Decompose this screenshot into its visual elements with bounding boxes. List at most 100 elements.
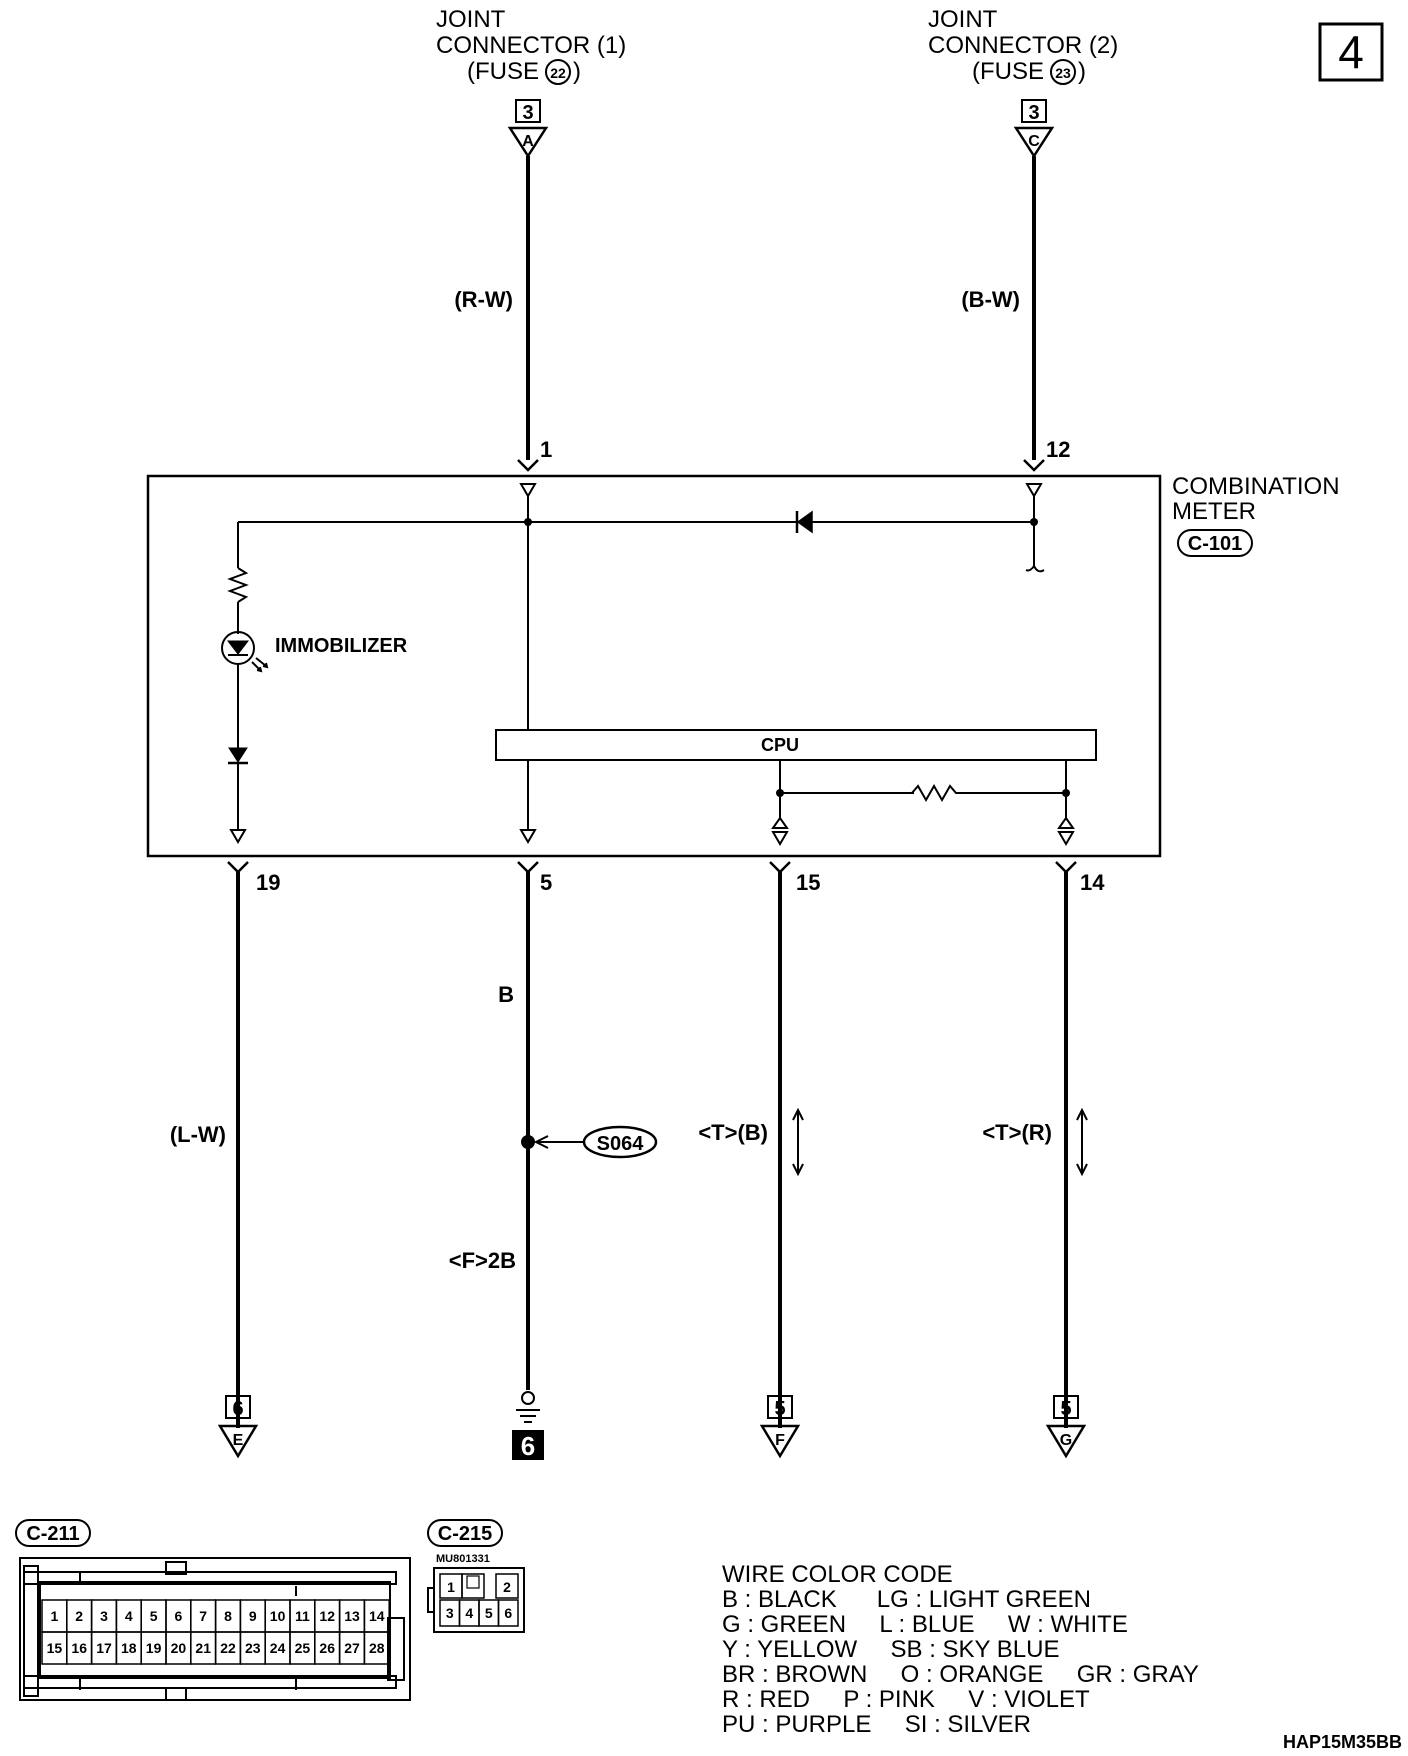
c211-row2-cell-14 xyxy=(363,1631,390,1665)
dest-f-letter: F xyxy=(775,1432,785,1449)
dest-e-pin-box xyxy=(225,1395,251,1419)
c211-row1-pin-10: 10 xyxy=(270,1608,286,1624)
wire-b-w-label: (B-W) xyxy=(961,287,1020,312)
c211-inner-frame xyxy=(39,1581,391,1679)
fuse-22-circle xyxy=(545,59,571,85)
immobilizer-resistor xyxy=(227,567,249,603)
terminal-19-inner-arrow xyxy=(229,829,247,844)
dest-g-letter: G xyxy=(1060,1432,1072,1449)
combination-meter-box xyxy=(146,474,1162,858)
wire-f-2b-label: <F>2B xyxy=(449,1248,516,1273)
joint-connector-1-line1: JOINT xyxy=(436,6,506,33)
junction-dot-15 xyxy=(776,789,784,797)
c211-latch-bottom xyxy=(165,1687,187,1701)
twisted-indicator-15 xyxy=(792,1107,804,1177)
c211-row1-pin-9: 9 xyxy=(249,1608,257,1624)
ground-terminal-circle xyxy=(521,1391,535,1405)
c211-row2-pin-16: 16 xyxy=(71,1640,87,1656)
c215-label: C-215 xyxy=(438,1523,492,1545)
dest-g-pin: 5 xyxy=(1060,1398,1071,1420)
c211-housing xyxy=(19,1557,411,1701)
dest-f-arrow xyxy=(759,1424,801,1459)
c211-row1-pin-1: 1 xyxy=(51,1608,59,1624)
fuse-22-number: 22 xyxy=(550,65,566,81)
c211-row2-pin-23: 23 xyxy=(245,1640,261,1656)
cpu-label: CPU xyxy=(761,735,799,755)
joint-connector-1-line2: CONNECTOR (1) xyxy=(436,32,626,59)
dest-f-pin: 5 xyxy=(774,1398,785,1420)
cpu-block xyxy=(495,729,1097,761)
terminal-15-inner-arrow-down xyxy=(771,831,789,846)
terminal-5-label: 5 xyxy=(540,870,552,895)
splice-pointer-head xyxy=(533,1135,549,1149)
joint-connector-2-line2: CONNECTOR (2) xyxy=(928,32,1118,59)
page-number-box xyxy=(1318,22,1384,82)
joint-connector-2-line1: JOINT xyxy=(928,6,998,33)
source-2-arrow xyxy=(1013,126,1055,159)
c211-row2-pin-18: 18 xyxy=(121,1640,137,1656)
wire-color-code-line-3: Y : YELLOW SB : SKY BLUE xyxy=(722,1636,1060,1663)
immobilizer-label: IMMOBILIZER xyxy=(275,635,408,657)
dest-e-arrow xyxy=(217,1424,259,1459)
wire-r-w-label: (R-W) xyxy=(454,287,513,312)
figure-code: HAP15M35BB xyxy=(1283,1732,1402,1752)
terminal-19-label: 19 xyxy=(256,870,280,895)
source-1-letter: A xyxy=(522,133,534,150)
c215-row1-cell-2 xyxy=(461,1573,485,1599)
meter-name-line1: COMBINATION xyxy=(1172,473,1340,500)
c211-row2-pin-15: 15 xyxy=(47,1640,63,1656)
fuse-23-number: 23 xyxy=(1055,65,1071,81)
c215-row1-cell-3 xyxy=(495,1573,519,1599)
internal-wire-12-break xyxy=(1025,560,1045,573)
source-2-pin-box xyxy=(1021,99,1047,123)
terminal-14-inner-arrow-down xyxy=(1057,831,1075,846)
source-2-pin: 3 xyxy=(1028,102,1039,124)
terminal-15-inner-arrow-up xyxy=(771,816,789,829)
c215-row1-pin-1: 1 xyxy=(447,1579,455,1595)
c211-row2-pin-22: 22 xyxy=(220,1640,236,1656)
wire-l-w-label: (L-W) xyxy=(170,1122,226,1147)
c211-row2-pin-20: 20 xyxy=(171,1640,187,1656)
joint-connector-1-close: ) xyxy=(573,58,581,85)
c211-row1-pin-5: 5 xyxy=(150,1608,158,1624)
c215-key-slot xyxy=(466,1575,480,1589)
fuse-23-circle xyxy=(1050,59,1076,85)
immobilizer-led-rays xyxy=(251,657,267,671)
twisted-indicator-14 xyxy=(1076,1107,1088,1177)
joint-connector-2-close: ) xyxy=(1078,58,1086,85)
meter-connector-id: C-101 xyxy=(1188,533,1242,555)
c211-row2-pin-24: 24 xyxy=(270,1640,286,1656)
wire-color-code-line-2: G : GREEN L : BLUE W : WHITE xyxy=(722,1611,1128,1638)
terminal-14-label: 14 xyxy=(1080,870,1105,895)
c215-tab xyxy=(427,1587,435,1613)
c211-row1-pin-13: 13 xyxy=(344,1608,360,1624)
c211-row2-pin-19: 19 xyxy=(146,1640,162,1656)
wire-color-code: WIRE COLOR CODE B : BLACK LG : LIGHT GRE… xyxy=(722,1561,1199,1738)
c215-row2-pin-4: 4 xyxy=(465,1605,473,1621)
dest-g-arrow xyxy=(1045,1424,1087,1459)
ground-number-box xyxy=(512,1430,544,1460)
meter-connector-badge xyxy=(1177,529,1253,557)
c211-row1-pin-3: 3 xyxy=(100,1608,108,1624)
c211-label: C-211 xyxy=(26,1523,79,1545)
terminal-14-chevron xyxy=(1055,861,1077,874)
meter-name-line2: METER xyxy=(1172,498,1256,525)
terminal-5-chevron xyxy=(517,861,539,874)
c211-row1-pin-11: 11 xyxy=(295,1608,310,1624)
c211-row1-pin-14: 14 xyxy=(369,1608,385,1624)
immobilizer-diode xyxy=(228,747,248,763)
joint-connector-2-line3: (FUSE xyxy=(972,58,1044,85)
splice-dot xyxy=(521,1135,535,1149)
c211-row1-pin-4: 4 xyxy=(125,1608,133,1624)
terminal-12-inner-arrow xyxy=(1025,483,1043,498)
wire-color-code-line-4: BR : BROWN O : ORANGE GR : GRAY xyxy=(722,1661,1199,1688)
c215-row1-pin-2: 2 xyxy=(503,1579,511,1595)
wire-color-code-line-6: PU : PURPLE SI : SILVER xyxy=(722,1711,1031,1738)
dest-g-pin-box xyxy=(1053,1395,1079,1419)
terminal-1-inner-arrow xyxy=(519,483,537,498)
c211-row2-pin-26: 26 xyxy=(319,1640,335,1656)
